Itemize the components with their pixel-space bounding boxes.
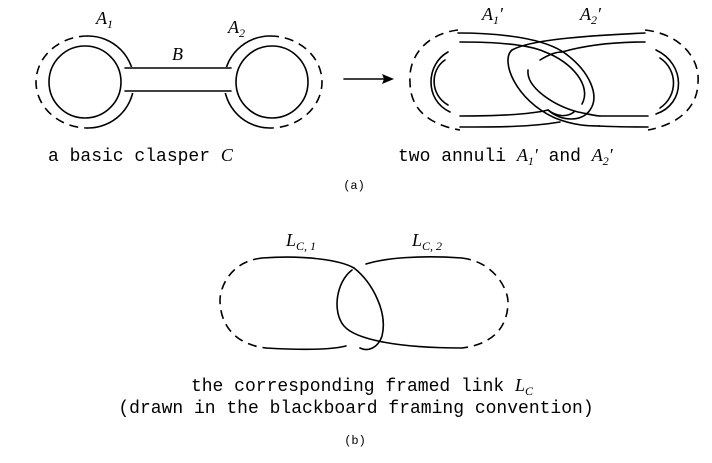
label-lc1-letter: L <box>285 230 296 250</box>
caption-framed-link-text: the corresponding framed link <box>191 377 515 397</box>
caption-framed-link: the corresponding framed link LC <box>191 375 534 398</box>
label-lc2-letter: L <box>411 230 422 250</box>
component-lc2 <box>336 256 463 349</box>
two-annuli-diagram: A1′ A2′ <box>409 4 699 131</box>
label-a2: A2 <box>227 17 245 40</box>
annulus-a2 <box>223 35 309 129</box>
framed-link-diagram: LC, 1 LC, 2 <box>219 230 509 351</box>
caption-blackboard-framing: (drawn in the blackboard framing convent… <box>118 399 593 419</box>
basic-clasper-diagram: A1 A2 B <box>35 8 323 129</box>
label-lc2-sub: C, 2 <box>422 239 442 253</box>
label-b: B <box>172 44 183 64</box>
component-lc1-dashed-end <box>219 257 267 349</box>
label-a1-prime: A1′ <box>481 4 504 27</box>
label-a1-sub: 1 <box>107 17 113 31</box>
label-lc2: LC, 2 <box>411 230 442 253</box>
caption-two-annuli-sub1: 1 <box>528 154 534 168</box>
component-lc1 <box>261 256 384 351</box>
panel-a-label: (a) <box>343 179 365 193</box>
annulus-a2-prime <box>507 32 680 128</box>
caption-two-annuli-prime1: ′ <box>534 145 539 165</box>
caption-basic-clasper-text: a basic clasper <box>48 147 221 167</box>
annulus-a1-prime-dashed-end <box>409 29 461 131</box>
component-lc2-dashed-end <box>461 257 509 349</box>
label-a1: A1 <box>95 8 113 31</box>
label-lc1-sub: C, 1 <box>296 239 316 253</box>
label-a1-prime-sub: 1 <box>493 13 499 27</box>
annulus-a1-prime <box>430 32 595 128</box>
caption-two-annuli-sub2: 2 <box>603 154 609 168</box>
caption-two-annuli-prime2: ′ <box>609 145 614 165</box>
caption-two-annuli-sym2: A <box>591 145 604 165</box>
label-a2-prime-sub: 2 <box>591 13 597 27</box>
label-a1-prime-mark: ′ <box>499 4 504 24</box>
label-a1-letter: A <box>95 8 108 28</box>
caption-two-annuli: two annuli A1′ and A2′ <box>398 145 614 168</box>
panel-b-label: (b) <box>344 434 366 448</box>
label-lc1: LC, 1 <box>285 230 316 253</box>
annulus-a1-dashed-arc <box>35 35 89 129</box>
caption-basic-clasper-symbol: C <box>221 145 234 165</box>
band-b <box>124 67 232 93</box>
caption-two-annuli-sym1: A <box>516 145 529 165</box>
caption-basic-clasper: a basic clasper C <box>48 145 234 167</box>
label-a2-prime: A2′ <box>579 4 602 27</box>
caption-two-annuli-text1: two annuli <box>398 147 517 167</box>
label-a2-prime-letter: A <box>579 4 592 24</box>
caption-two-annuli-text2: and <box>538 147 592 167</box>
label-a1-prime-letter: A <box>481 4 494 24</box>
caption-framed-link-symbol: L <box>514 375 525 395</box>
label-a2-letter: A <box>227 17 240 37</box>
annulus-a2-prime-dashed-end <box>644 29 699 131</box>
caption-framed-link-sub: C <box>525 384 534 398</box>
label-a2-sub: 2 <box>239 26 245 40</box>
label-a2-prime-mark: ′ <box>597 4 602 24</box>
annulus-a1 <box>48 35 135 129</box>
annulus-a2-dashed-arc <box>269 35 323 129</box>
transform-arrow <box>343 74 394 84</box>
